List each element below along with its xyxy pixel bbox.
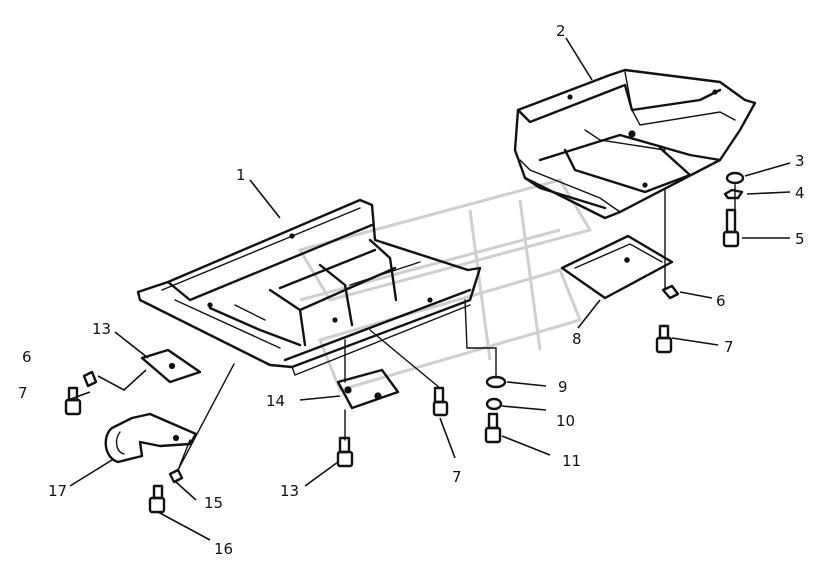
callout-7-right: 7 (724, 338, 734, 356)
callout-6-right: 6 (716, 292, 726, 310)
small-plate (560, 234, 674, 300)
callout-8: 8 (572, 330, 582, 348)
center-bracket (336, 368, 400, 468)
fastener-plate-right (655, 284, 680, 354)
fastener-bottom-left (148, 468, 184, 514)
callout-15: 15 (204, 494, 223, 512)
rear-guard-pan (513, 68, 757, 220)
callout-1: 1 (236, 166, 246, 184)
center-bolt (432, 386, 449, 417)
callout-10: 10 (556, 412, 575, 430)
watermark (297, 178, 593, 392)
callout-5: 5 (795, 230, 805, 248)
callout-11: 11 (562, 452, 581, 470)
callout-16: 16 (214, 540, 233, 558)
callout-4: 4 (795, 184, 805, 202)
callout-7-center: 7 (452, 468, 462, 486)
callout-7-left: 7 (18, 384, 28, 402)
fastener-left (64, 370, 98, 416)
callout-3: 3 (795, 152, 805, 170)
callout-9: 9 (558, 378, 568, 396)
main-guard-plate (136, 198, 482, 376)
callout-2: 2 (556, 22, 566, 40)
left-plate (140, 348, 202, 384)
callout-14: 14 (266, 392, 285, 410)
callout-13-left: 13 (92, 320, 111, 338)
hook-bracket (104, 412, 198, 464)
leader-lines (67, 37, 791, 541)
callout-17: 17 (48, 482, 67, 500)
callout-13-bottom: 13 (280, 482, 299, 500)
fastener-stack-right (722, 171, 745, 248)
fastener-stack-center (484, 375, 507, 444)
callout-labels: 1 2 3 4 5 6 7 8 9 10 11 7 13 14 13 6 7 1… (18, 22, 805, 558)
callout-6-left: 6 (22, 348, 32, 366)
